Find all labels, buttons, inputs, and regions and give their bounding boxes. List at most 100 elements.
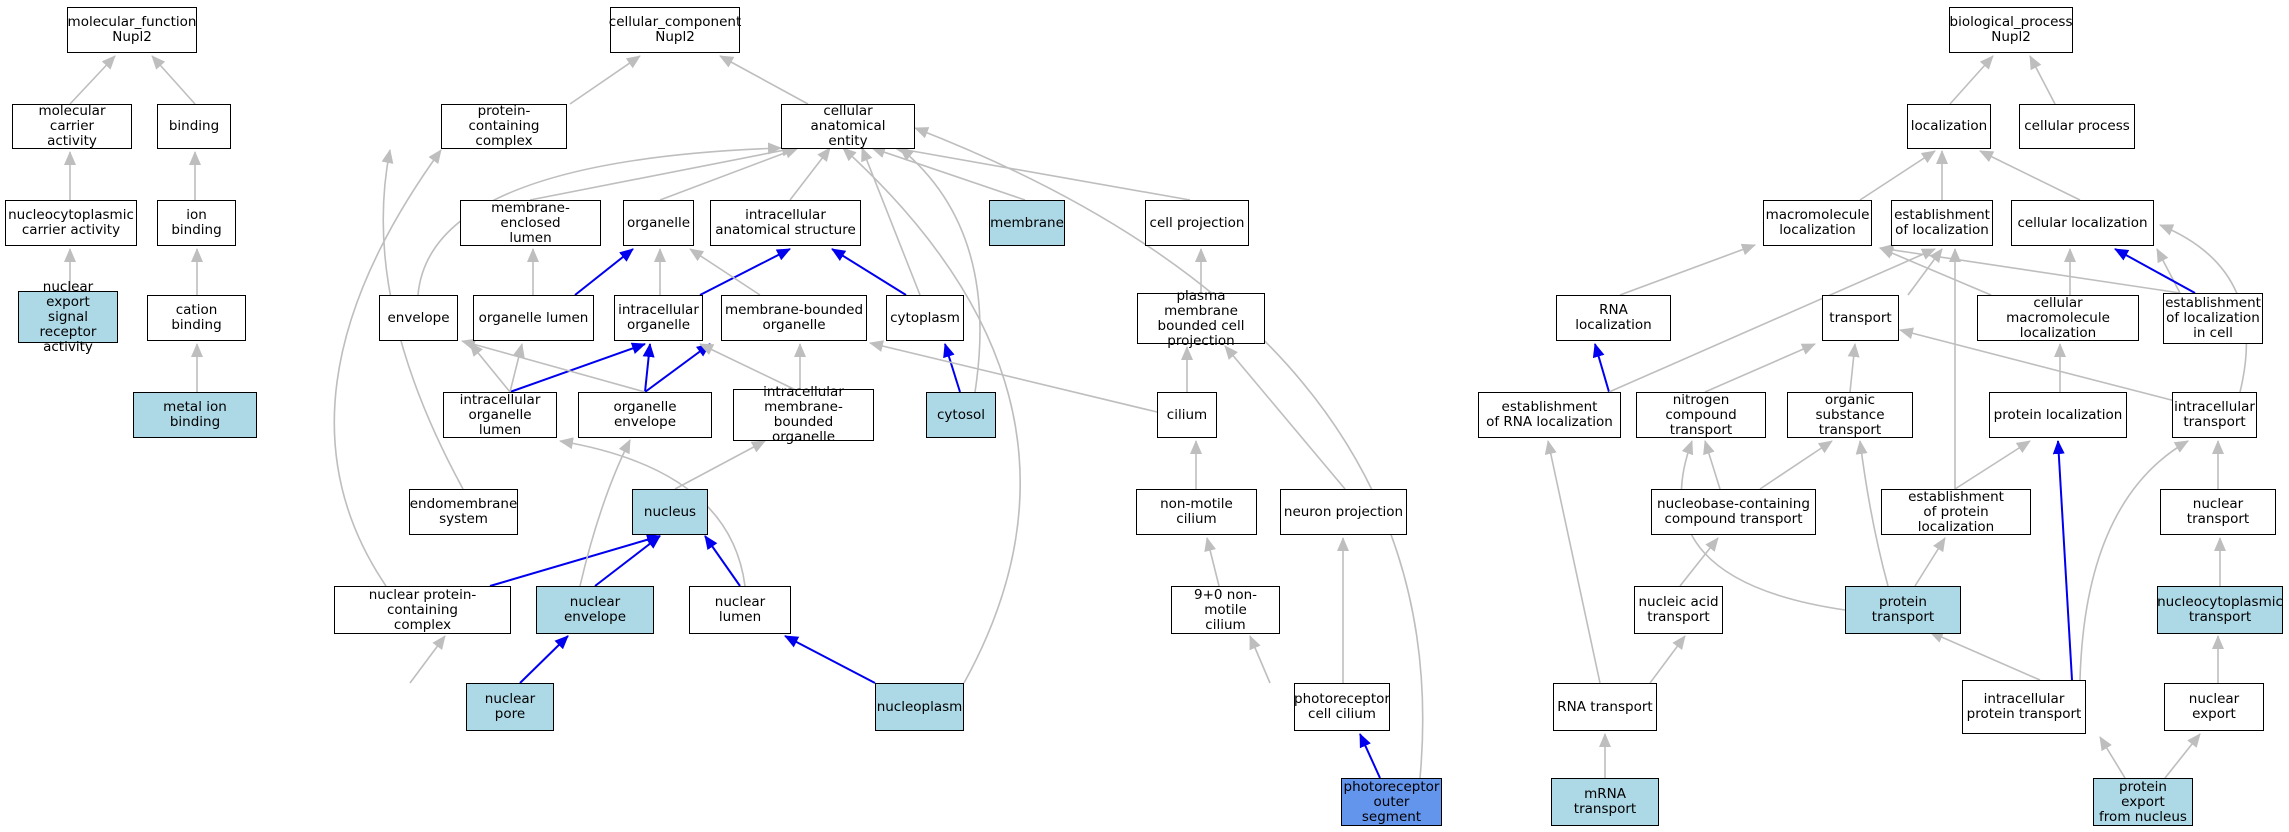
go-term-cell-projection[interactable]: cell projection	[1145, 200, 1249, 246]
is-a-edge	[1544, 440, 1601, 684]
go-term-envelope[interactable]: envelope	[379, 295, 458, 341]
go-term-protein-localization[interactable]: protein localization	[1989, 392, 2127, 438]
go-term-establishment-of-localization-in-cell[interactable]: establishment of localization in cell	[2163, 293, 2263, 344]
go-term-nucleus[interactable]: nucleus	[632, 489, 708, 535]
is-a-edge	[1759, 440, 1833, 490]
is-a-edge	[2159, 224, 2248, 393]
is-a-edge	[409, 635, 446, 684]
go-term-nuclear-export-signal-receptor-activity[interactable]: nuclear export signal receptor activity	[18, 279, 118, 354]
go-term-macromolecule-localization[interactable]: macromolecule localization	[1763, 200, 1872, 246]
go-term-intracellular-transport[interactable]: intracellular transport	[2172, 392, 2257, 438]
highlighted-is-a-edge	[784, 635, 876, 684]
go-term-cilium[interactable]: cilium	[1157, 392, 1217, 438]
highlighted-is-a-edge	[943, 343, 961, 393]
go-term-cellular-anatomical-entity[interactable]: cellular anatomical entity	[781, 104, 915, 149]
go-term-intracellular-membrane-bounded-organelle[interactable]: intracellular membrane-bounded organelle	[733, 385, 874, 445]
is-a-edge	[529, 144, 796, 201]
go-term-nucleocytoplasmic-carrier-activity[interactable]: nucleocytoplasmic carrier activity	[5, 200, 137, 246]
highlighted-is-a-edge	[1359, 733, 1381, 779]
is-a-edge	[2029, 55, 2056, 105]
is-a-edge	[659, 146, 799, 201]
is-a-edge	[69, 55, 116, 105]
is-a-edge	[1204, 537, 1220, 587]
go-term-endomembrane-system[interactable]: endomembrane system	[409, 489, 518, 535]
go-term-membrane-bounded-organelle[interactable]: membrane-bounded organelle	[721, 295, 867, 341]
go-term-mrna-transport[interactable]: mRNA transport	[1551, 778, 1659, 826]
is-a-edge	[1619, 243, 1756, 296]
go-term-9-plus-0-non-motile-cilium[interactable]: 9+0 non-motile cilium	[1171, 586, 1280, 634]
go-term-ion-binding[interactable]: ion binding	[157, 200, 236, 246]
go-term-metal-ion-binding[interactable]: metal ion binding	[133, 392, 257, 438]
go-term-cytosol[interactable]: cytosol	[926, 392, 996, 438]
go-term-photoreceptor-outer-segment[interactable]: photoreceptor outer segment	[1341, 778, 1442, 826]
go-term-organelle[interactable]: organelle	[623, 200, 694, 246]
go-term-protein-containing-complex[interactable]: protein-containing complex	[441, 104, 567, 149]
go-term-nucleoplasm[interactable]: nucleoplasm	[875, 683, 964, 731]
is-a-edge	[1855, 440, 1889, 587]
go-term-molecular-function-root[interactable]: molecular_function Nupl2	[67, 7, 197, 53]
go-term-cytoplasm[interactable]: cytoplasm	[886, 295, 964, 341]
go-term-nitrogen-compound-transport[interactable]: nitrogen compound transport	[1636, 392, 1766, 438]
go-term-organic-substance-transport[interactable]: organic substance transport	[1787, 392, 1913, 438]
is-a-edge	[899, 147, 981, 393]
go-term-cellular-macromolecule-localization[interactable]: cellular macromolecule localization	[1977, 295, 2139, 341]
go-term-establishment-of-localization[interactable]: establishment of localization	[1891, 200, 1993, 246]
go-term-nuclear-export[interactable]: nuclear export	[2164, 683, 2264, 731]
go-term-biological-process-root[interactable]: biological_process Nupl2	[1949, 7, 2073, 53]
go-term-nuclear-lumen[interactable]: nuclear lumen	[689, 586, 791, 634]
go-term-nuclear-protein-containing-complex[interactable]: nuclear protein-containing complex	[334, 586, 511, 634]
go-term-intracellular-organelle[interactable]: intracellular organelle	[614, 295, 703, 341]
go-term-rna-transport[interactable]: RNA transport	[1553, 683, 1657, 731]
go-term-neuron-projection[interactable]: neuron projection	[1280, 489, 1407, 535]
is-a-edge	[1704, 343, 1816, 393]
is-a-edge	[333, 149, 442, 587]
is-a-edge	[2099, 736, 2126, 779]
is-a-edge	[1899, 327, 2211, 411]
is-a-edge	[1679, 537, 1719, 587]
is-a-edge	[1879, 243, 2181, 294]
go-term-nuclear-transport[interactable]: nuclear transport	[2160, 489, 2276, 535]
go-term-membrane-enclosed-lumen[interactable]: membrane-enclosed lumen	[460, 200, 601, 246]
go-term-protein-export-from-nucleus[interactable]: protein export from nucleus	[2093, 778, 2193, 826]
go-term-localization[interactable]: localization	[1907, 104, 1991, 149]
is-a-edge	[569, 55, 641, 105]
go-term-nuclear-envelope[interactable]: nuclear envelope	[536, 586, 654, 634]
is-a-edge	[1703, 440, 1721, 490]
go-term-nucleobase-containing-compound-transport[interactable]: nucleobase-containing compound transport	[1651, 489, 1816, 535]
highlighted-is-a-edge	[831, 248, 907, 296]
is-a-edge	[1847, 343, 1860, 393]
is-a-edge	[1879, 247, 1992, 296]
go-term-cation-binding[interactable]: cation binding	[147, 295, 246, 341]
is-a-edge	[699, 343, 801, 393]
go-term-molecular-carrier-activity[interactable]: molecular carrier activity	[12, 104, 132, 149]
go-term-nucleocytoplasmic-transport[interactable]: nucleocytoplasmic transport	[2157, 586, 2283, 634]
go-term-rna-localization[interactable]: RNA localization	[1556, 295, 1671, 341]
is-a-edge	[674, 440, 766, 490]
go-term-membrane[interactable]: membrane	[989, 200, 1065, 246]
go-term-plasma-membrane-bounded-cell-projection[interactable]: plasma membrane bounded cell projection	[1137, 288, 1265, 348]
is-a-edge	[509, 343, 525, 393]
go-term-nucleic-acid-transport[interactable]: nucleic acid transport	[1634, 586, 1723, 634]
go-term-protein-transport[interactable]: protein transport	[1845, 586, 1961, 634]
go-term-organelle-envelope[interactable]: organelle envelope	[578, 392, 712, 438]
is-a-edge	[861, 147, 921, 296]
go-term-cellular-process[interactable]: cellular process	[2019, 104, 2135, 149]
go-term-binding[interactable]: binding	[157, 104, 231, 149]
is-a-edge	[719, 55, 809, 105]
go-term-establishment-of-rna-localization[interactable]: establishment of RNA localization	[1478, 392, 1621, 438]
go-term-organelle-lumen[interactable]: organelle lumen	[473, 295, 594, 341]
go-term-non-motile-cilium[interactable]: non-motile cilium	[1136, 489, 1257, 535]
go-term-cellular-component-root[interactable]: cellular_component Nupl2	[609, 7, 741, 53]
go-term-establishment-of-protein-localization[interactable]: establishment of protein localization	[1881, 489, 2031, 535]
go-term-photoreceptor-cell-cilium[interactable]: photoreceptor cell cilium	[1294, 683, 1390, 731]
is-a-edge	[894, 144, 1191, 201]
go-term-cellular-localization[interactable]: cellular localization	[2011, 200, 2154, 246]
go-term-nuclear-pore[interactable]: nuclear pore	[466, 683, 554, 731]
go-term-intracellular-protein-transport[interactable]: intracellular protein transport	[1962, 680, 2086, 734]
go-term-intracellular-organelle-lumen[interactable]: intracellular organelle lumen	[443, 392, 557, 438]
go-term-intracellular-anatomical-structure[interactable]: intracellular anatomical structure	[710, 200, 861, 246]
go-term-transport[interactable]: transport	[1822, 295, 1899, 341]
highlighted-is-a-edge	[519, 635, 569, 684]
highlighted-is-a-edge	[644, 343, 711, 393]
is-a-edge	[789, 147, 831, 201]
